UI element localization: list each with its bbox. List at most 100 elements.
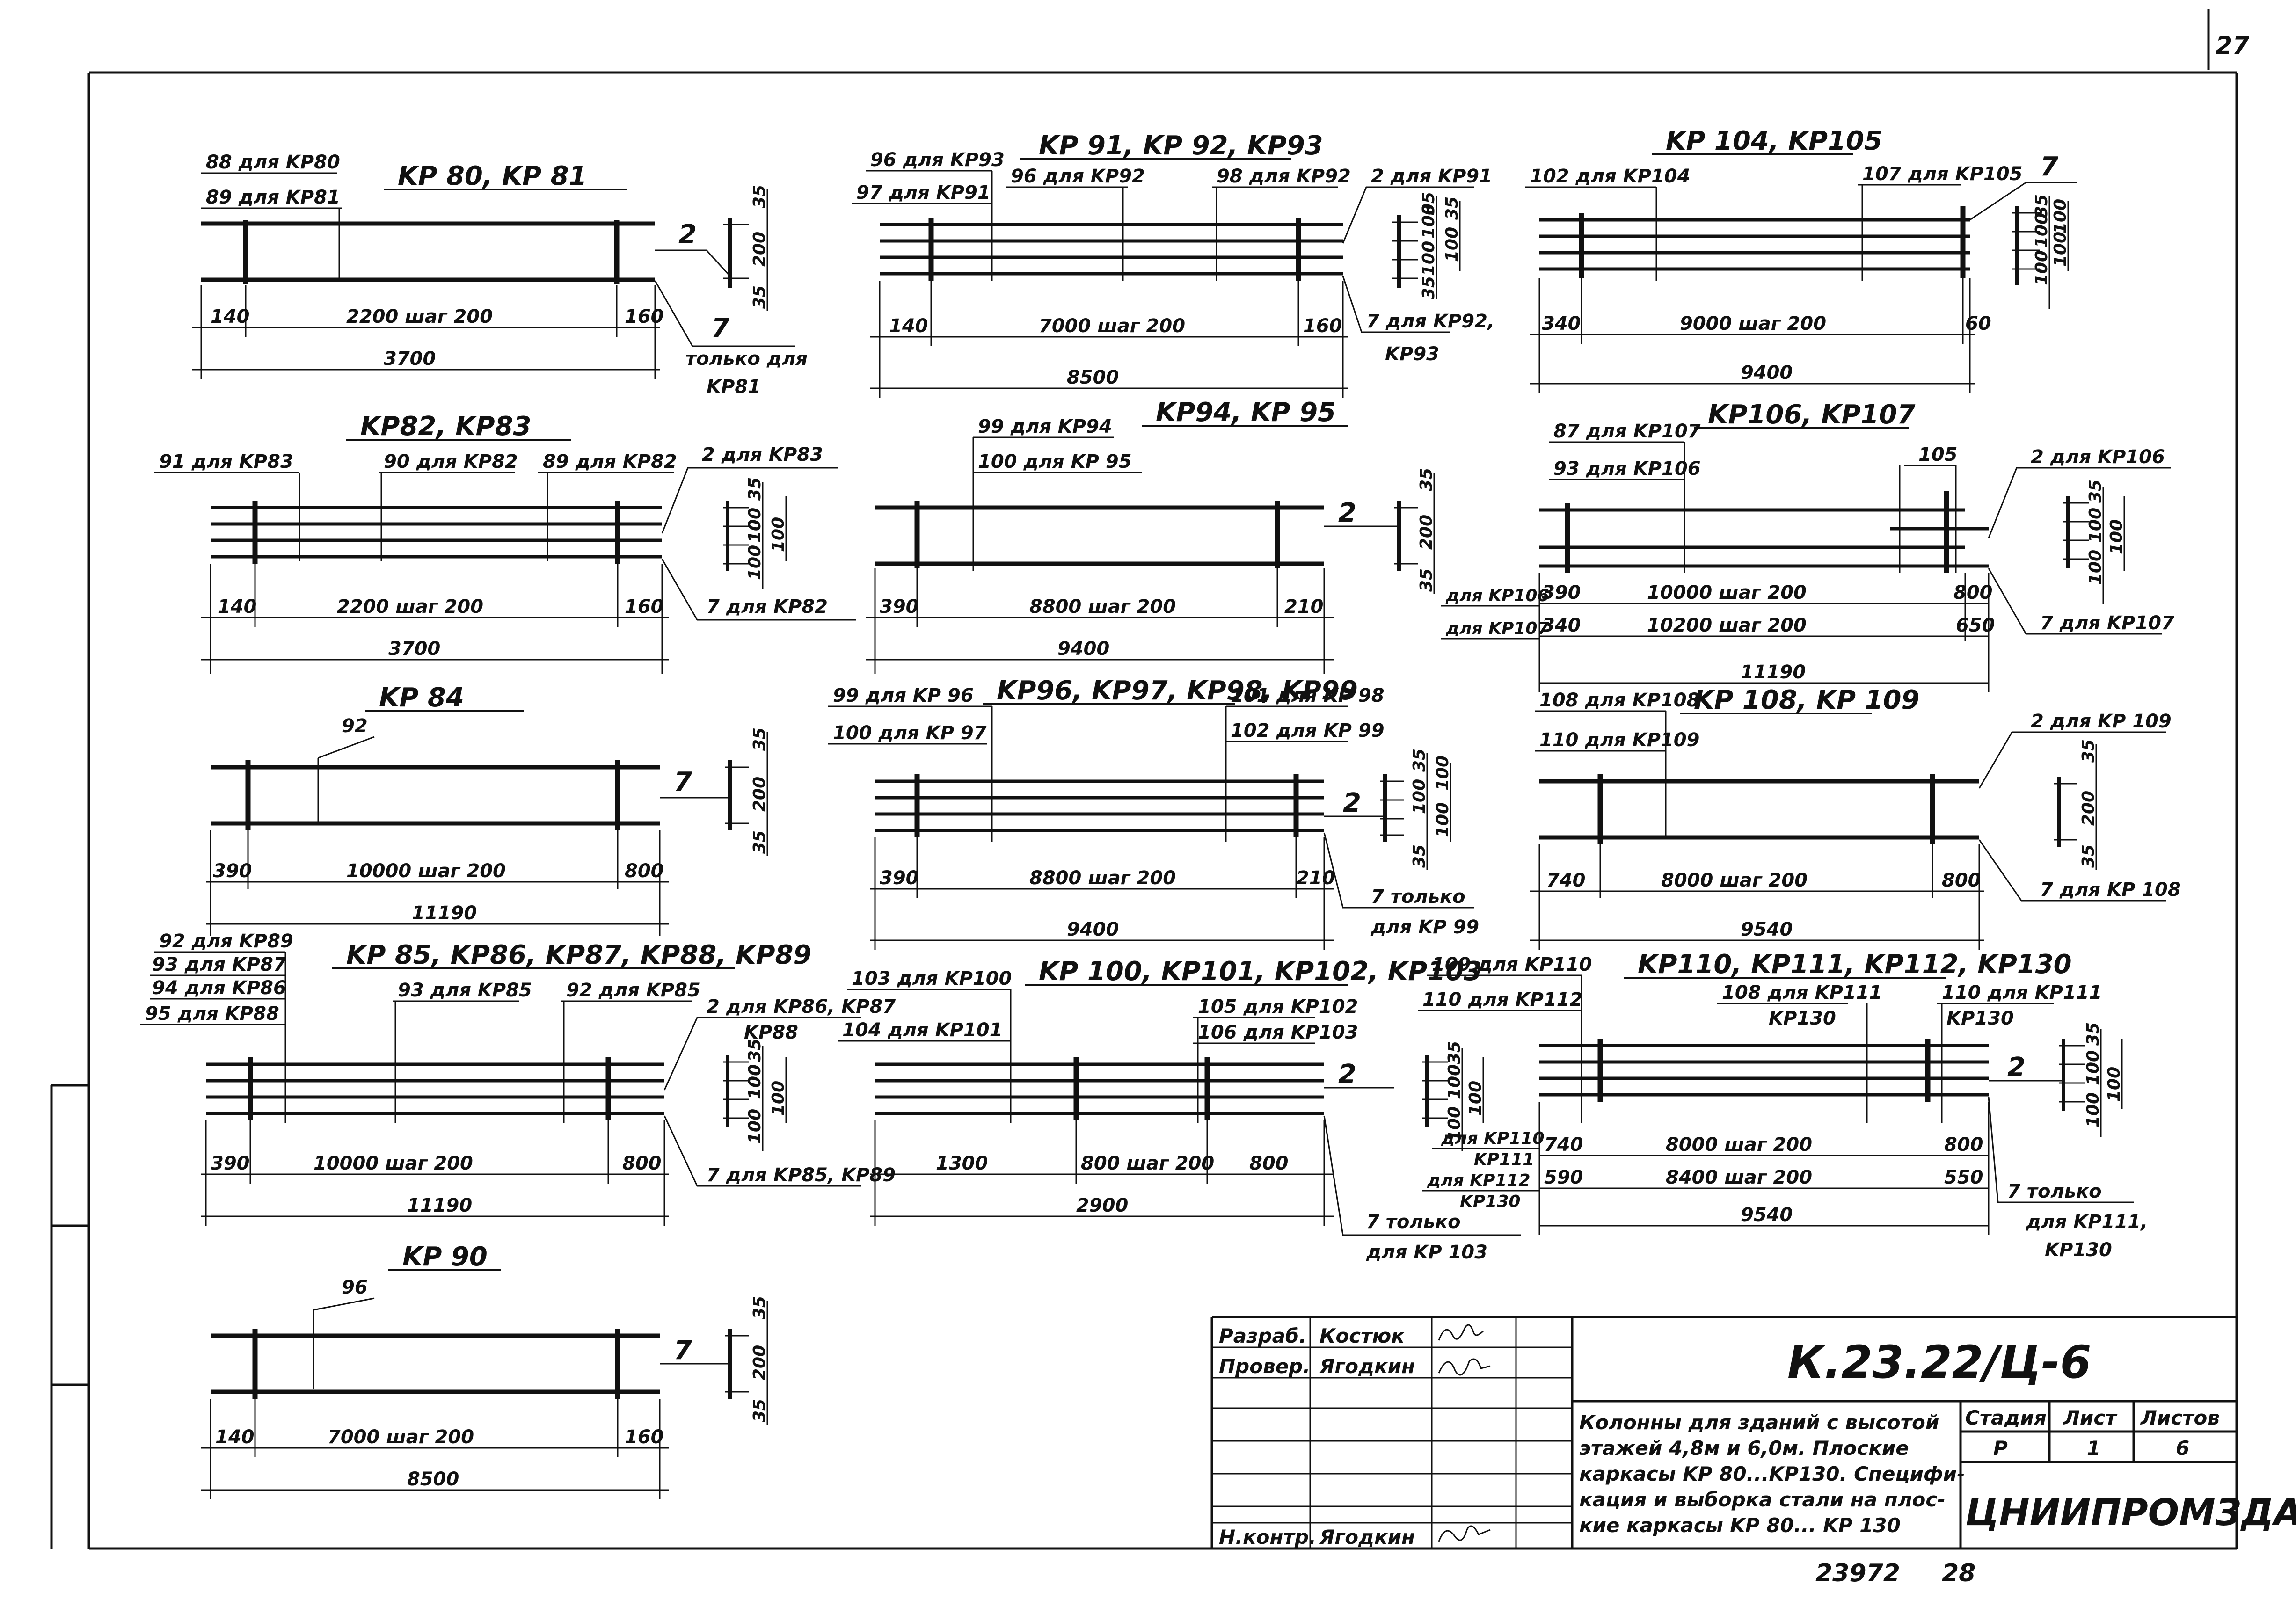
section-dim: 200: [1417, 515, 1436, 550]
dim-middle: 8800 шаг 200: [1029, 867, 1176, 889]
rod-number: KP88: [744, 1022, 798, 1043]
frame-title: KP110, KP111, KP112, KP130: [1638, 949, 2072, 980]
dim-left: 590: [1544, 1167, 1583, 1188]
side-note: KP111: [1474, 1150, 1534, 1169]
section-dim: 35: [1417, 468, 1436, 491]
person-name: Ягодкин: [1319, 1526, 1415, 1549]
cross-section: 35 100 100 100: [2063, 480, 2126, 604]
frame-kp96: KP96, KP97, KP98, KP99 99 для KP 96 100 …: [828, 676, 1479, 950]
dim-left: 340: [1542, 313, 1581, 334]
rod-number: 2 для KP106: [2031, 446, 2165, 468]
note: KP81: [707, 376, 761, 398]
side-note: для KP106: [1445, 586, 1549, 605]
dim-right: 160: [625, 1426, 664, 1448]
section-dim: 100: [745, 508, 765, 543]
section-dim: 35: [750, 1399, 769, 1422]
note: только для: [685, 348, 808, 370]
dim-middle: 8000 шаг 200: [1666, 1134, 1812, 1156]
frame-kp85: KP 85, KP86, KP87, KP88, KP89 92 для KP8…: [140, 931, 896, 1226]
sheet-frame: [50, 9, 2238, 1550]
dim-left: 740: [1544, 1134, 1583, 1156]
dim-total: 9400: [1741, 362, 1793, 384]
rod-number: 7: [674, 1335, 692, 1366]
rod-label: 102 для KP104: [1530, 166, 1690, 187]
section-dim: 100: [2086, 508, 2105, 543]
cross-section: 35 200 35: [725, 1296, 769, 1425]
rod-label: 105 для KP102: [1198, 996, 1358, 1018]
rod-number: 7: [2040, 152, 2058, 182]
frame-title: KP 108, KP 109: [1694, 685, 1919, 715]
rod-number: 7 для KP107: [2040, 612, 2174, 634]
dim-total: 8500: [407, 1469, 459, 1490]
frame-kp110: KP110, KP111, KP112, KP130 109 для KP110…: [1418, 949, 2148, 1261]
column-header: Лист: [2063, 1406, 2118, 1429]
dim-right: 800: [1944, 1134, 1983, 1156]
dim-total: 8500: [1067, 367, 1119, 388]
dim-right: 800: [622, 1153, 662, 1174]
section-dim: 100: [1443, 227, 1462, 262]
dim-middle: 10000 шаг 200: [346, 860, 506, 882]
dim-middle: 7000 шаг 200: [1039, 315, 1185, 337]
dim-right: 800: [625, 860, 664, 882]
side-note: для KP107: [1445, 619, 1549, 638]
section-dim: 100: [745, 1064, 765, 1099]
frame-kp104: KP 104, KP105 102 для KP104 107 для KP10…: [1525, 126, 2077, 393]
dim-left: 390: [213, 860, 252, 882]
frame-kp84: KP 84 92 390 10000 шаг 200 800 11190 7: [206, 683, 769, 936]
cross-section: 35 100 100 100: [723, 1039, 788, 1151]
dim-right: 800: [1953, 582, 1993, 604]
section-dim: 200: [750, 232, 769, 267]
frame-title: KP96, KP97, KP98, KP99: [997, 676, 1358, 706]
note: KP93: [1385, 343, 1439, 365]
section-dim: 35: [750, 727, 769, 751]
column-header: Стадия: [1965, 1406, 2047, 1429]
document-number: 23972: [1815, 1559, 1900, 1587]
section-dim: 100: [2084, 1050, 2103, 1085]
dim-middle: 7000 шаг 200: [328, 1426, 474, 1448]
rod-label: 96 для KP93: [870, 149, 1005, 171]
section-dim: 35: [750, 285, 769, 309]
section-dim: 200: [750, 1345, 769, 1380]
section-dim: 35: [2086, 480, 2105, 503]
rod-label: 97 для KP91: [856, 182, 991, 204]
dim-right: 160: [1303, 315, 1342, 337]
section-dim: 35: [745, 477, 765, 501]
section-dim: 100: [2105, 1067, 2124, 1102]
description-line: каркасы KP 80...KP130. Специфи-: [1579, 1462, 1965, 1485]
side-note: KP130: [1460, 1192, 1520, 1211]
description-line: этажей 4,8м и 6,0м. Плоские: [1579, 1437, 1909, 1460]
person-name: Ягодкин: [1319, 1355, 1415, 1378]
section-dim: 100: [2084, 1092, 2103, 1127]
column-value: 1: [2087, 1437, 2100, 1460]
rod-label: 93 для KP106: [1553, 458, 1701, 480]
section-dim: 35: [1410, 749, 1429, 772]
frame-title: KP 85, KP86, KP87, KP88, KP89: [346, 940, 811, 970]
section-dim: 100: [1433, 756, 1452, 791]
rod-label: 96: [342, 1277, 368, 1298]
cross-section: 35 200 35: [1394, 468, 1436, 594]
rod-label: 103 для KP100: [852, 968, 1012, 989]
cross-section: 35 200 35: [725, 727, 769, 856]
rod-label: 98 для KP92: [1217, 166, 1351, 187]
dim-total: 9400: [1067, 919, 1119, 940]
frame-kp90: KP 90 96 140 7000 шаг 200 160 8500 7: [201, 1242, 769, 1499]
cross-section: 35 200 35: [2054, 739, 2098, 870]
section-dim: 100: [769, 1081, 788, 1116]
frame-title: KP 91, KP 92, KP93: [1039, 131, 1323, 161]
rod-label: 94 для KP86: [152, 977, 286, 999]
dim-right: 550: [1944, 1167, 1983, 1188]
rod-label: KP130: [1769, 1008, 1836, 1029]
frame-title: KP 84: [379, 683, 464, 713]
section-dim: 35: [2079, 739, 2098, 763]
section-dim: 100: [2051, 199, 2070, 234]
rod-number: 2 для KP 109: [2031, 711, 2172, 732]
section-dim: 35: [2032, 194, 2051, 218]
cross-section: 35 100 100 100: [1422, 1041, 1485, 1151]
rod-label: 100 для KP 97: [833, 722, 987, 744]
frame-kp108: KP 108, KP 109 108 для KP108 110 для KP1…: [1530, 685, 2181, 950]
role-label: Разраб.: [1219, 1324, 1306, 1347]
section-dim: 35: [1445, 1041, 1464, 1064]
frame-title: KP 90: [402, 1242, 488, 1272]
section-dim: 35: [1419, 192, 1438, 215]
rod-label: 104 для KP101: [842, 1019, 1002, 1041]
